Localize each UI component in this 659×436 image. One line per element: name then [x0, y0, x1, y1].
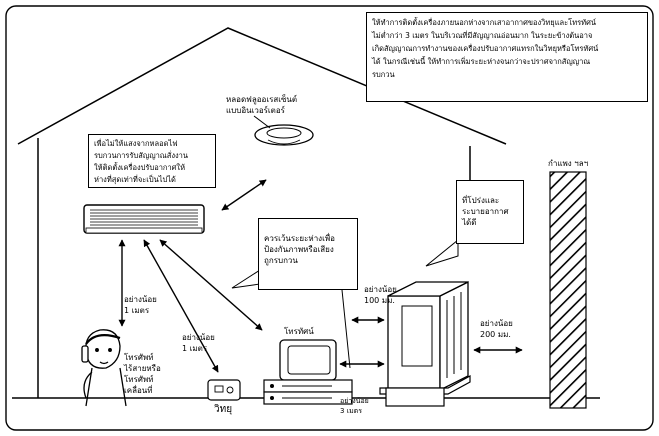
- outer-frame: [5, 5, 654, 431]
- wall-hatched: [549, 171, 587, 409]
- label-distance-3m: อย่างน้อย 3 เมตร: [340, 397, 369, 415]
- note-interference-distance: ให้ทำการติดตั้งเครื่องภายนอกห่างจากเสาอา…: [366, 12, 648, 102]
- arrow-ac-to-lamp: [221, 179, 267, 211]
- noise-callout-tail: [231, 269, 261, 289]
- label-wall: กำแพง ฯลฯ: [548, 159, 589, 168]
- radio-device: [207, 379, 241, 401]
- indoor-unit: [83, 204, 205, 234]
- lamp-pointer-line: [253, 115, 271, 129]
- note-lamp-light: เพื่อไม่ให้แสงจากหลอดไฟ รบกวนการรับสัญญา…: [88, 134, 216, 188]
- tv-set: [263, 339, 353, 405]
- label-fluorescent-lamp: หลอดฟลูออเรสเซ็นต์ แบบอินเวอร์เตอร์: [226, 95, 298, 115]
- label-distance-1m-phone: อย่างน้อย 1 เมตร: [124, 295, 157, 315]
- note-noise-spacing: ควรเว้นระยะห่างเพื่อ ป้องกันภาพหรือเสียง…: [258, 218, 358, 290]
- label-radio: วิทยุ: [214, 404, 233, 415]
- vent-callout-tail: [425, 238, 459, 267]
- label-distance-1m-radio: อย่างน้อย 1 เมตร: [182, 333, 215, 353]
- label-distance-100mm: อย่างน้อย 100 มม.: [364, 285, 397, 305]
- person-with-phone: [81, 329, 127, 407]
- label-distance-200mm: อย่างน้อย 200 มม.: [480, 319, 513, 339]
- arrow-ac-to-tv: [159, 239, 263, 331]
- label-tv: โทรทัศน์: [284, 327, 314, 336]
- note-good-ventilation: ที่โปร่งและ ระบายอากาศ ได้ดี: [456, 180, 524, 244]
- label-phone: โทรศัพท์ ไร้สายหรือ โทรศัพท์ เคลื่อนที่: [124, 353, 161, 395]
- outdoor-unit: [379, 280, 471, 407]
- noise-pointer-line: [341, 289, 351, 369]
- fluorescent-lamp: [254, 124, 314, 146]
